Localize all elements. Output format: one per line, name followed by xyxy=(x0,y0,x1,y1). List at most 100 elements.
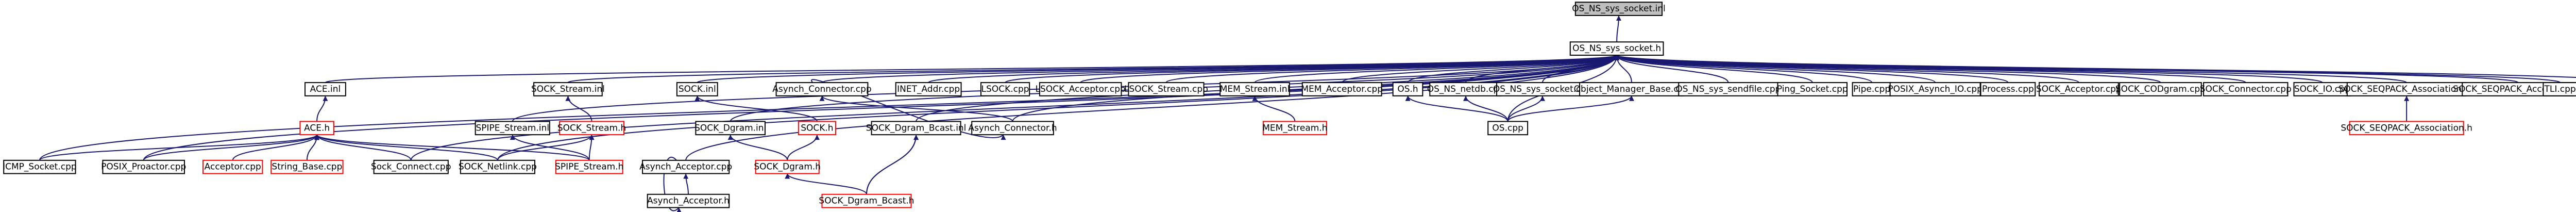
node-label: Pipe.cpp xyxy=(1853,84,1890,94)
edge-arrowhead xyxy=(683,173,689,179)
edge-line xyxy=(143,55,1618,160)
graph-node[interactable]: String_Base.cpp xyxy=(270,159,344,174)
graph-node[interactable]: OS_NS_sys_sendfile.cpp xyxy=(1675,82,1781,96)
edge-arrowhead xyxy=(913,135,919,140)
graph-node[interactable]: SOCK_Connector.cpp xyxy=(2200,82,2292,96)
graph-node[interactable]: OS_NS_sys_socket.inl xyxy=(1572,2,1666,16)
graph-node[interactable]: Asynch_Connector.cpp xyxy=(772,82,872,96)
graph-node[interactable]: Sock_Connect.cpp xyxy=(371,159,451,174)
node-box xyxy=(270,159,344,174)
edge-arrowhead xyxy=(1614,55,1620,61)
graph-node[interactable]: Asynch_Acceptor.cpp xyxy=(639,159,732,174)
graph-node[interactable]: LSOCK_Stream.cpp xyxy=(1124,82,1208,96)
node-box xyxy=(1128,82,1205,96)
graph-node[interactable]: SOCK_Dgram_Bcast.inl xyxy=(866,121,967,136)
node-label: INET_Addr.cpp xyxy=(897,84,960,94)
node-box xyxy=(1039,82,1122,96)
edge-n1-to-n0 xyxy=(1616,15,1621,42)
graph-node[interactable]: ACE.h xyxy=(299,121,334,136)
graph-node[interactable]: SOCK_SEQPACK_Association.h xyxy=(2341,121,2472,136)
graph-node[interactable]: SOCK_IO.cpp xyxy=(2293,82,2352,96)
node-label: OS.cpp xyxy=(1492,123,1523,133)
graph-node[interactable]: OS_NS_sys_socket.h xyxy=(1569,41,1664,56)
node-box xyxy=(1392,82,1423,96)
edge-arrowhead xyxy=(727,135,733,140)
graph-node[interactable]: Ping_Socket.cpp xyxy=(1777,82,1848,96)
node-label: OS.h xyxy=(1397,84,1418,94)
graph-node[interactable]: SOCK.h xyxy=(798,121,836,136)
graph-node[interactable]: SPIPE_Stream.inl xyxy=(474,121,550,136)
graph-node[interactable]: ACE.inl xyxy=(304,82,346,96)
graph-node[interactable]: MEM_Acceptor.cpp xyxy=(1301,82,1383,96)
graph-node[interactable]: SOCK_Netlink.cpp xyxy=(459,159,537,174)
edge-line xyxy=(1507,95,1632,122)
edge-n45-to-n29 xyxy=(314,134,590,161)
graph-node[interactable]: SOCK_Dgram_Bcast.h xyxy=(819,193,914,208)
node-label: ICMP_Socket.cpp xyxy=(3,162,77,172)
graph-node[interactable]: Asynch_Connector.h xyxy=(968,121,1057,136)
edge-line xyxy=(1616,55,2561,84)
node-box xyxy=(971,121,1054,136)
node-box xyxy=(1301,82,1382,96)
graph-node[interactable]: OS.h xyxy=(1392,82,1423,96)
graph-node[interactable]: LSOCK.cpp xyxy=(980,82,1030,96)
edge-n29-to-n2 xyxy=(316,95,328,122)
node-label: Process.cpp xyxy=(1982,84,2034,94)
graph-node[interactable]: POSIX_Asynch_IO.cpp xyxy=(1888,82,1982,96)
graph-node[interactable]: Acceptor.cpp xyxy=(202,159,263,174)
graph-node[interactable]: LSOCK_Acceptor.cpp xyxy=(1036,82,1126,96)
edge-n47-to-n32 xyxy=(727,134,788,161)
graph-node[interactable]: INET_Addr.cpp xyxy=(895,82,962,96)
edge-n45-to-n31 xyxy=(588,135,595,160)
node-label: POSIX_Proactor.cpp xyxy=(101,162,186,172)
node-box xyxy=(1569,41,1664,56)
graph-node[interactable]: ICMP_Socket.cpp xyxy=(3,159,77,174)
edge-arrowhead xyxy=(814,135,820,140)
node-box xyxy=(871,121,961,136)
edge-n49-to-n47 xyxy=(785,173,867,195)
node-box xyxy=(373,159,449,174)
node-box xyxy=(695,121,766,136)
edge-n47-to-n33 xyxy=(787,135,820,160)
node-box xyxy=(775,82,869,96)
edge-line xyxy=(685,55,1618,160)
graph-node[interactable]: SOCK_Acceptor.cpp xyxy=(2036,82,2122,96)
edge-n48-to-n46 xyxy=(683,173,689,194)
node-label: TLI.cpp xyxy=(2544,84,2576,94)
edge-line xyxy=(1616,55,1873,84)
edge-n45-to-n30 xyxy=(510,134,590,161)
graph-node[interactable]: SOCK_SEQPACK_Association.inl xyxy=(2338,82,2475,96)
node-box xyxy=(2346,82,2467,96)
node-label: SOCK_Dgram_Bcast.h xyxy=(819,196,914,206)
graph-node[interactable]: SOCK_Dgram.inl xyxy=(694,121,766,136)
graph-node[interactable]: SOCK.inl xyxy=(676,82,718,96)
edge-n38-to-n25 xyxy=(2404,95,2410,122)
graph-node[interactable]: SOCK_CODgram.cpp xyxy=(2115,82,2206,96)
node-box xyxy=(895,82,962,96)
graph-node[interactable]: SPIPE_Stream.h xyxy=(555,159,623,174)
graph-node[interactable]: Pipe.cpp xyxy=(1852,82,1892,96)
graph-node[interactable]: OS_NS_netdb.cpp xyxy=(1427,82,1505,96)
graph-node[interactable]: SOCK_Stream.h xyxy=(557,121,626,136)
graph-node[interactable]: OS.cpp xyxy=(1487,121,1529,136)
graph-node[interactable]: OS_NS_sys_socket.cpp xyxy=(1493,82,1592,96)
edge-line xyxy=(512,134,590,161)
edge-line xyxy=(316,134,590,161)
node-label: SOCK_Connector.cpp xyxy=(2200,84,2292,94)
graph-node[interactable]: SOCK_Dgram.h xyxy=(754,159,821,174)
node-label: Object_Manager_Base.cpp xyxy=(1574,84,1690,94)
graph-node[interactable]: MEM_Stream.inl xyxy=(1219,82,1290,96)
node-label: ACE.inl xyxy=(310,84,341,94)
graph-node[interactable]: MEM_Stream.h xyxy=(1262,121,1328,136)
node-box xyxy=(2119,82,2202,96)
graph-node[interactable]: TLI.cpp xyxy=(2543,82,2576,96)
graph-node[interactable]: Process.cpp xyxy=(1980,82,2036,96)
node-label: LSOCK_Acceptor.cpp xyxy=(1036,84,1126,94)
node-label: LSOCK.cpp xyxy=(981,84,1029,94)
node-box xyxy=(647,193,730,208)
graph-node[interactable]: Asynch_Acceptor.h xyxy=(647,193,730,208)
edge-arrowhead xyxy=(323,95,328,101)
graph-node[interactable]: SOCK_Stream.inl xyxy=(531,82,605,96)
graph-node[interactable]: Object_Manager_Base.cpp xyxy=(1574,82,1690,96)
graph-node[interactable]: POSIX_Proactor.cpp xyxy=(101,159,186,174)
